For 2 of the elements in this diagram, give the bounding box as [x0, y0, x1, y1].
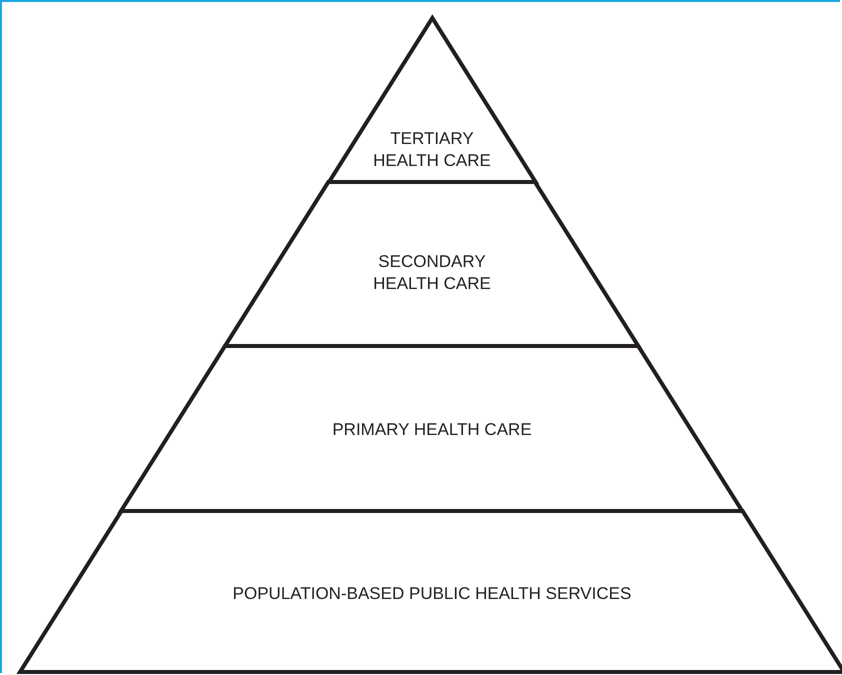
tier-label: SECONDARY HEALTH CARE [372, 251, 492, 295]
tier-label: POPULATION-BASED PUBLIC HEALTH SERVICES [232, 583, 632, 605]
